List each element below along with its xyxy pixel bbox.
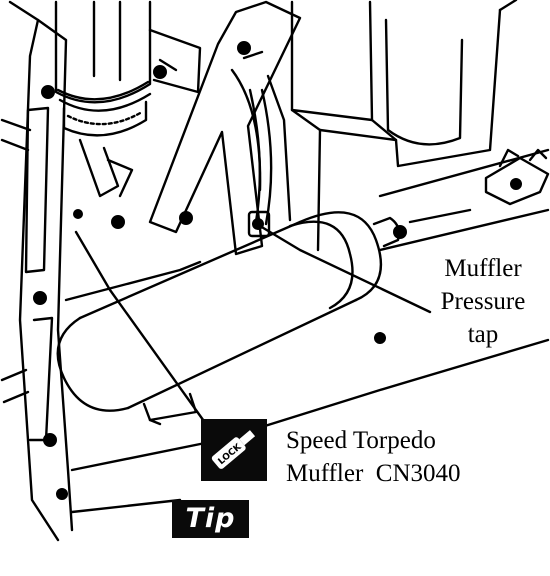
muffler-installation-drawing <box>0 0 550 542</box>
pressure-tap-hose <box>247 88 273 238</box>
speed-torpedo-muffler-label: Speed Torpedo Muffler CN3040 <box>286 424 461 490</box>
callout-line: Muffler <box>444 255 522 282</box>
callout-line: Pressure <box>440 288 526 315</box>
callout-line: Speed Torpedo <box>286 427 436 454</box>
tip-badge: Tip 1 <box>172 500 249 572</box>
spindle-assembly <box>54 0 202 198</box>
support-bracket <box>148 0 302 256</box>
muffler-pressure-tap-label: Muffler Pressure tap <box>418 252 548 351</box>
left-frame-rail <box>0 0 74 542</box>
muffler-body <box>56 211 401 426</box>
torpedo-leader-line <box>74 230 208 426</box>
fastener-bolts <box>33 41 522 500</box>
callout-line: Muffler CN3040 <box>286 460 461 487</box>
pressure-tap-leader-line <box>258 224 432 314</box>
lock-icon: LOCK <box>201 419 267 481</box>
base-plate <box>64 148 550 514</box>
upper-housing <box>290 0 518 252</box>
callout-line: tap <box>467 321 499 348</box>
